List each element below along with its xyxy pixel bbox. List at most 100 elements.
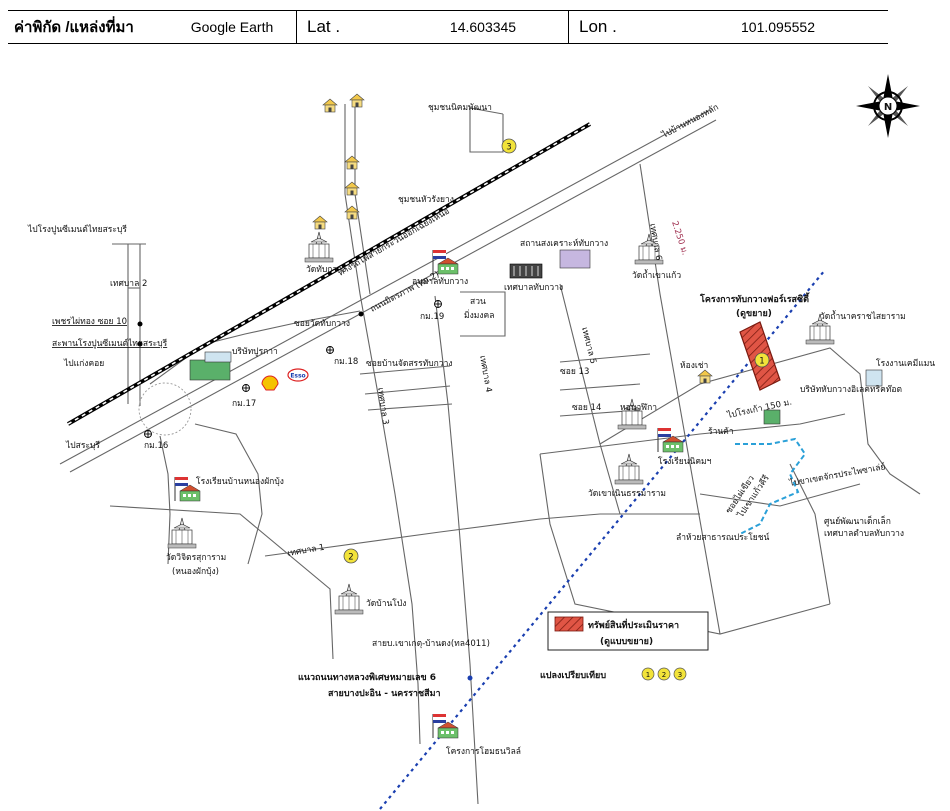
coord-label-cell: ค่าพิกัด /แหล่งที่มา bbox=[8, 11, 168, 43]
label-km17: กม.17 bbox=[232, 399, 256, 409]
coordinate-header: ค่าพิกัด /แหล่งที่มา Google Earth Lat . … bbox=[8, 10, 888, 44]
label-school-nikom: โรงเรียนนิคมฯ bbox=[658, 456, 712, 467]
house-icon bbox=[344, 155, 360, 170]
label-comparison: แปลงเปรียบเทียบ bbox=[540, 670, 606, 681]
comparison-marker-3: 3 bbox=[501, 138, 517, 154]
label-mingmongkol: มิ่งมงคล bbox=[464, 309, 494, 321]
temple-icon bbox=[614, 453, 644, 485]
mittraphap-road-edge-a bbox=[59, 109, 711, 465]
label-community-top: ชุมชนนิคมพัฒนา bbox=[428, 103, 492, 113]
label-km18: กม.18 bbox=[334, 357, 358, 367]
km-post-icon bbox=[144, 430, 152, 438]
temple-icon bbox=[167, 517, 197, 549]
house-icon bbox=[312, 215, 328, 230]
label-school-nongpakbung: โรงเรียนบ้านหนองผักบุ้ง bbox=[196, 476, 284, 487]
junction-dot bbox=[358, 311, 364, 317]
school-flag-icon bbox=[657, 427, 684, 453]
label-to-right-km: ไปโรงเก้า 150 ม. bbox=[725, 397, 793, 422]
svg-text:2: 2 bbox=[348, 553, 353, 563]
label-wat-khao: วัดเขาเนินธรรมาราม bbox=[588, 489, 666, 499]
label-motorway-sub: สายบางปะอิน - นครราชสีมา bbox=[328, 688, 441, 699]
source-value: Google Earth bbox=[190, 19, 274, 35]
label-to-school-right: ไปขาเขตจักรประไพซาเล่ย์ bbox=[788, 461, 887, 489]
label-wat-sap-sub: (หนองผักบุ้ง) bbox=[172, 566, 219, 577]
junction-dot bbox=[467, 675, 473, 681]
label-tessaban2: เทศบาล 2 bbox=[110, 279, 147, 289]
label-public-pond: ลำห้วยสาธารณประโยชน์ bbox=[676, 532, 770, 543]
road-to-banpong bbox=[109, 505, 334, 660]
label-shop: ร้านค้า bbox=[708, 426, 734, 437]
tessaban1-road bbox=[264, 513, 700, 557]
coord-label: ค่าพิกัด /แหล่งที่มา bbox=[14, 19, 134, 36]
label-company-pu: บริษัทปูรกาา bbox=[232, 347, 278, 357]
label-soi14: ซอย 14 bbox=[572, 403, 601, 413]
lat-label-cell: Lat . bbox=[296, 11, 398, 43]
label-route-4011: สายบ.เขาเกตุ-บ้านดง(ทล4011) bbox=[372, 638, 490, 649]
svg-text:N: N bbox=[884, 102, 892, 113]
shell-logo-icon bbox=[261, 375, 279, 391]
label-soi-wat: ซอยวัดทับกวาง bbox=[294, 319, 350, 329]
road-network bbox=[59, 104, 921, 805]
label-tessaban5: เทศบาล 5 bbox=[579, 326, 598, 365]
label-monument: อนุบาลทับกวาง bbox=[412, 277, 468, 287]
label-motorway: แนวถนนทางหลวงพิเศษหมายเลข 6 bbox=[298, 672, 436, 683]
label-to-chumchon: ไปบ้านหนองหลัก bbox=[659, 102, 720, 141]
svg-text:3: 3 bbox=[678, 671, 682, 679]
label-community-mid: ชุมชนหัวรังยาง bbox=[398, 195, 454, 205]
label-wat-banpong: วัดบ้านโป่ง bbox=[366, 598, 406, 609]
km-post-icon bbox=[242, 384, 250, 392]
svg-text:3: 3 bbox=[506, 143, 511, 153]
legend-sub: (ดูแบบขยาย) bbox=[600, 637, 653, 647]
tessaban4-road bbox=[434, 295, 479, 805]
label-project-home: โครงการโฮมธนวิลล์ bbox=[446, 746, 521, 757]
label-km16: กม.16 bbox=[144, 441, 168, 451]
svg-text:1: 1 bbox=[646, 671, 650, 679]
compass-icon: N bbox=[856, 74, 920, 138]
lon-value: 101.095552 bbox=[741, 19, 815, 35]
legend-swatch bbox=[554, 616, 584, 632]
tessaban5-road bbox=[559, 283, 621, 515]
label-project-name: โครงการทับกวางฟอร์เรสซิตี้ bbox=[699, 292, 810, 305]
label-tessaban1: เทศบาล 1 bbox=[287, 543, 326, 559]
lat-value: 14.603345 bbox=[449, 19, 517, 35]
label-soi13: ซอย 13 bbox=[560, 367, 589, 377]
railway-line bbox=[67, 122, 591, 426]
label-wat-sap: วัดวิจิตรสุการาม bbox=[166, 553, 226, 563]
company-right-icon bbox=[763, 409, 781, 425]
label-to-kaeng: ไปแก่งคอย bbox=[63, 358, 104, 369]
svg-text:1: 1 bbox=[759, 357, 764, 367]
km-post-icon bbox=[434, 300, 442, 308]
lon-label-cell: Lon . bbox=[568, 11, 678, 43]
public-stream bbox=[735, 437, 807, 535]
comparison-marker-2: 2 bbox=[343, 548, 359, 564]
label-school-group: สถานสงเคราะห์ทับกวาง bbox=[520, 238, 608, 249]
km-post-icon bbox=[326, 346, 334, 354]
road-lower-loop bbox=[539, 453, 831, 635]
label-wat-tham: วัดถ้ำเขาแก้ว bbox=[632, 269, 681, 281]
esso-logo-icon: Esso bbox=[287, 368, 309, 382]
school-flag-icon bbox=[432, 713, 459, 739]
lon-value-cell: 101.095552 bbox=[678, 11, 878, 43]
mittraphap-road-edge-b bbox=[69, 119, 717, 473]
label-wat-tham2: วัดถ้ำนาคราชไสยาราม bbox=[820, 310, 906, 322]
svg-text:2: 2 bbox=[662, 671, 666, 679]
road-winding bbox=[194, 423, 263, 565]
svg-text:Esso: Esso bbox=[290, 373, 305, 380]
label-dist: 2.250 ม. bbox=[669, 220, 689, 257]
road-right-south bbox=[789, 463, 831, 605]
house-icon bbox=[697, 369, 713, 384]
factory-icon bbox=[865, 369, 883, 387]
roundabout bbox=[138, 382, 192, 436]
location-map: 1 2 3 N bbox=[27, 74, 935, 810]
legend-box: ทรัพย์สินที่ประเมินราคา (ดูแบบขยาย) bbox=[547, 611, 709, 651]
label-wat-thapkwang: วัดทับกวาง bbox=[306, 265, 346, 275]
lat-value-cell: 14.603345 bbox=[398, 11, 568, 43]
road-right-middle bbox=[539, 413, 846, 455]
label-hospital: หอนาฬิกา bbox=[620, 403, 657, 413]
label-tessaban3: เทศบาล 3 bbox=[375, 387, 390, 425]
road-right-east bbox=[599, 347, 921, 495]
junction-dot bbox=[137, 341, 143, 347]
tessaban6-road bbox=[639, 163, 721, 635]
map-labels: ชุมชนนิคมพัฒนา ชุมชนหัวรังยาง ทางรถไฟสาย… bbox=[27, 102, 935, 757]
label-km19: กม.19 bbox=[420, 312, 444, 322]
